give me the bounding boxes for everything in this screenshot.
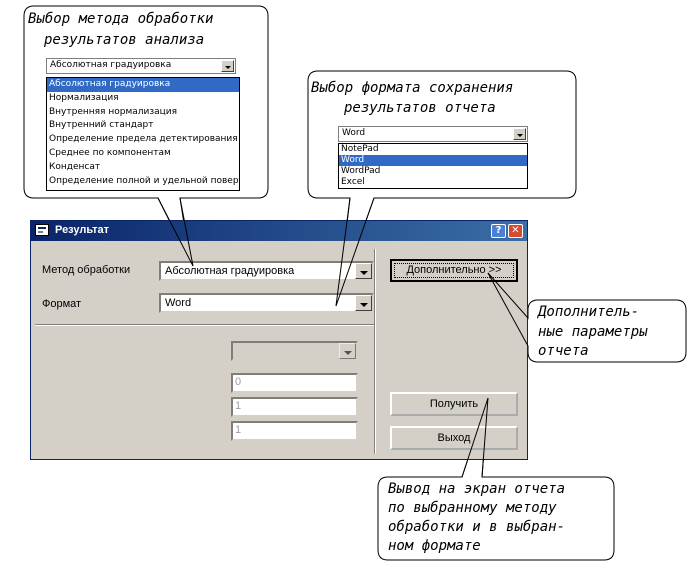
result-window: Результат ? ✕ Метод обработки Абсолютная… bbox=[30, 220, 528, 460]
list-item: Внутренний стандарт bbox=[49, 120, 154, 131]
callout-additional-line-3: отчета bbox=[538, 343, 589, 359]
param-field-1[interactable]: 0 bbox=[231, 373, 358, 393]
param-field-2[interactable]: 1 bbox=[231, 397, 358, 417]
callout-method-list: Абсолютная градуировка Нормализация Внут… bbox=[46, 77, 240, 191]
list-item: Определение предела детектирования bbox=[49, 134, 238, 145]
callout-method-combo: Абсолютная градуировка bbox=[46, 58, 236, 74]
format-select[interactable]: Word bbox=[159, 293, 374, 313]
chevron-down-icon[interactable] bbox=[339, 343, 356, 359]
callout-method-title-2: результатов анализа bbox=[44, 32, 205, 48]
callout-additional-bubble bbox=[489, 274, 687, 363]
list-item: Excel bbox=[341, 177, 365, 187]
chevron-down-icon[interactable] bbox=[355, 263, 372, 279]
method-label: Метод обработки bbox=[42, 264, 131, 276]
exit-button[interactable]: Выход bbox=[390, 426, 518, 450]
chevron-down-icon bbox=[513, 128, 526, 140]
help-button[interactable]: ? bbox=[491, 224, 506, 238]
list-item: Определение полной и удельной поверхн bbox=[49, 175, 239, 186]
list-item: NotePad bbox=[341, 144, 379, 154]
callout-method-combo-value: Абсолютная градуировка bbox=[50, 60, 172, 70]
callout-format-list: NotePad Word WordPad Excel bbox=[338, 143, 528, 189]
option-select[interactable] bbox=[231, 341, 358, 361]
chevron-down-icon[interactable] bbox=[355, 295, 372, 311]
list-item: Среднее по компонентам bbox=[49, 147, 171, 158]
window-title: Результат bbox=[55, 224, 110, 236]
callout-output-line-3: обработки и в выбран- bbox=[388, 519, 566, 535]
list-item: Абсолютная градуировка bbox=[47, 78, 239, 92]
list-item: Word bbox=[339, 155, 527, 166]
vertical-divider bbox=[374, 249, 376, 454]
callout-method-title-1: Выбор метода обработки bbox=[28, 11, 214, 27]
app-icon bbox=[35, 224, 49, 236]
format-select-value: Word bbox=[165, 297, 192, 309]
close-button[interactable]: ✕ bbox=[508, 224, 523, 238]
list-item: Конденсат bbox=[49, 161, 101, 172]
callout-additional-line-1: Дополнитель- bbox=[538, 304, 640, 320]
help-icon: ? bbox=[495, 225, 502, 236]
callout-output-bubble bbox=[377, 397, 615, 561]
close-icon: ✕ bbox=[511, 225, 520, 236]
callout-format-combo-value: Word bbox=[342, 128, 366, 138]
callout-additional-line-2: ные параметры bbox=[538, 324, 648, 340]
horizontal-divider bbox=[35, 324, 375, 326]
method-select[interactable]: Абсолютная градуировка bbox=[159, 261, 374, 281]
callout-format-title-1: Выбор формата сохранения bbox=[311, 80, 514, 96]
title-bar[interactable]: Результат ? ✕ bbox=[31, 221, 527, 241]
list-item: WordPad bbox=[341, 166, 381, 176]
list-item: Внутренняя нормализация bbox=[49, 106, 178, 117]
callout-format-combo: Word bbox=[338, 126, 528, 142]
callout-output-line-4: ном формате bbox=[388, 538, 481, 554]
chevron-down-icon bbox=[221, 60, 234, 72]
get-button[interactable]: Получить bbox=[390, 392, 518, 416]
method-select-value: Абсолютная градуировка bbox=[165, 265, 295, 277]
list-item: Нормализация bbox=[49, 92, 119, 103]
param-field-3[interactable]: 1 bbox=[231, 421, 358, 441]
callout-output-line-1: Вывод на экран отчета bbox=[388, 481, 566, 497]
format-label: Формат bbox=[42, 298, 82, 310]
callout-format-title-2: результатов отчета bbox=[344, 100, 496, 116]
additional-button[interactable]: Дополнительно >> bbox=[390, 259, 518, 282]
callout-output-line-2: по выбранному методу bbox=[388, 500, 557, 516]
